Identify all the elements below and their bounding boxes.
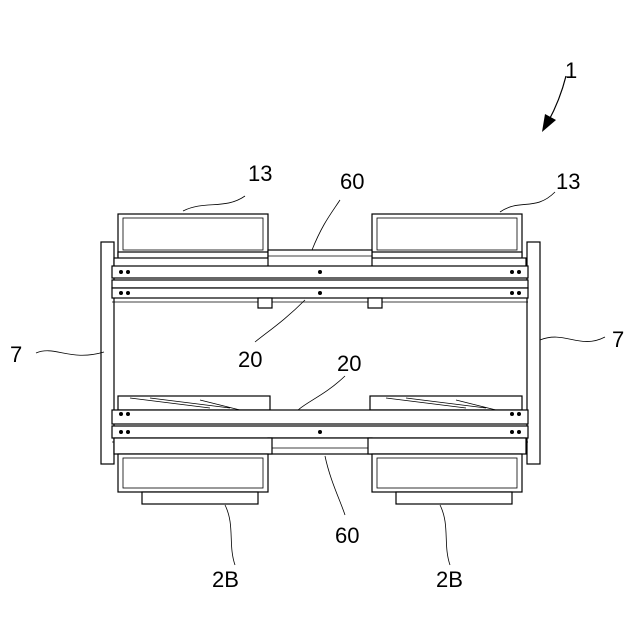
frame-lower bbox=[112, 396, 528, 442]
label-base-right: 2B bbox=[436, 567, 463, 592]
base-left bbox=[114, 438, 272, 504]
base-right bbox=[368, 438, 526, 504]
label-base-left: 2B bbox=[212, 567, 239, 592]
label-connector-bottom: 60 bbox=[335, 523, 359, 548]
side-plate-right bbox=[527, 242, 540, 464]
label-unit-top-left: 13 bbox=[248, 161, 272, 186]
connector-top bbox=[268, 250, 372, 268]
unit-top-left bbox=[114, 214, 272, 268]
connector-bottom bbox=[268, 438, 372, 454]
label-unit-top-right: 13 bbox=[556, 169, 580, 194]
label-side-right: 7 bbox=[612, 327, 624, 352]
assembly-arrow bbox=[542, 76, 566, 132]
unit-top-right bbox=[368, 214, 526, 268]
frame-upper bbox=[112, 266, 528, 308]
label-frame-lower: 20 bbox=[337, 351, 361, 376]
label-frame-upper: 20 bbox=[238, 347, 262, 372]
label-connector-top: 60 bbox=[340, 169, 364, 194]
label-side-left: 7 bbox=[10, 342, 22, 367]
label-assembly: 1 bbox=[565, 58, 577, 83]
